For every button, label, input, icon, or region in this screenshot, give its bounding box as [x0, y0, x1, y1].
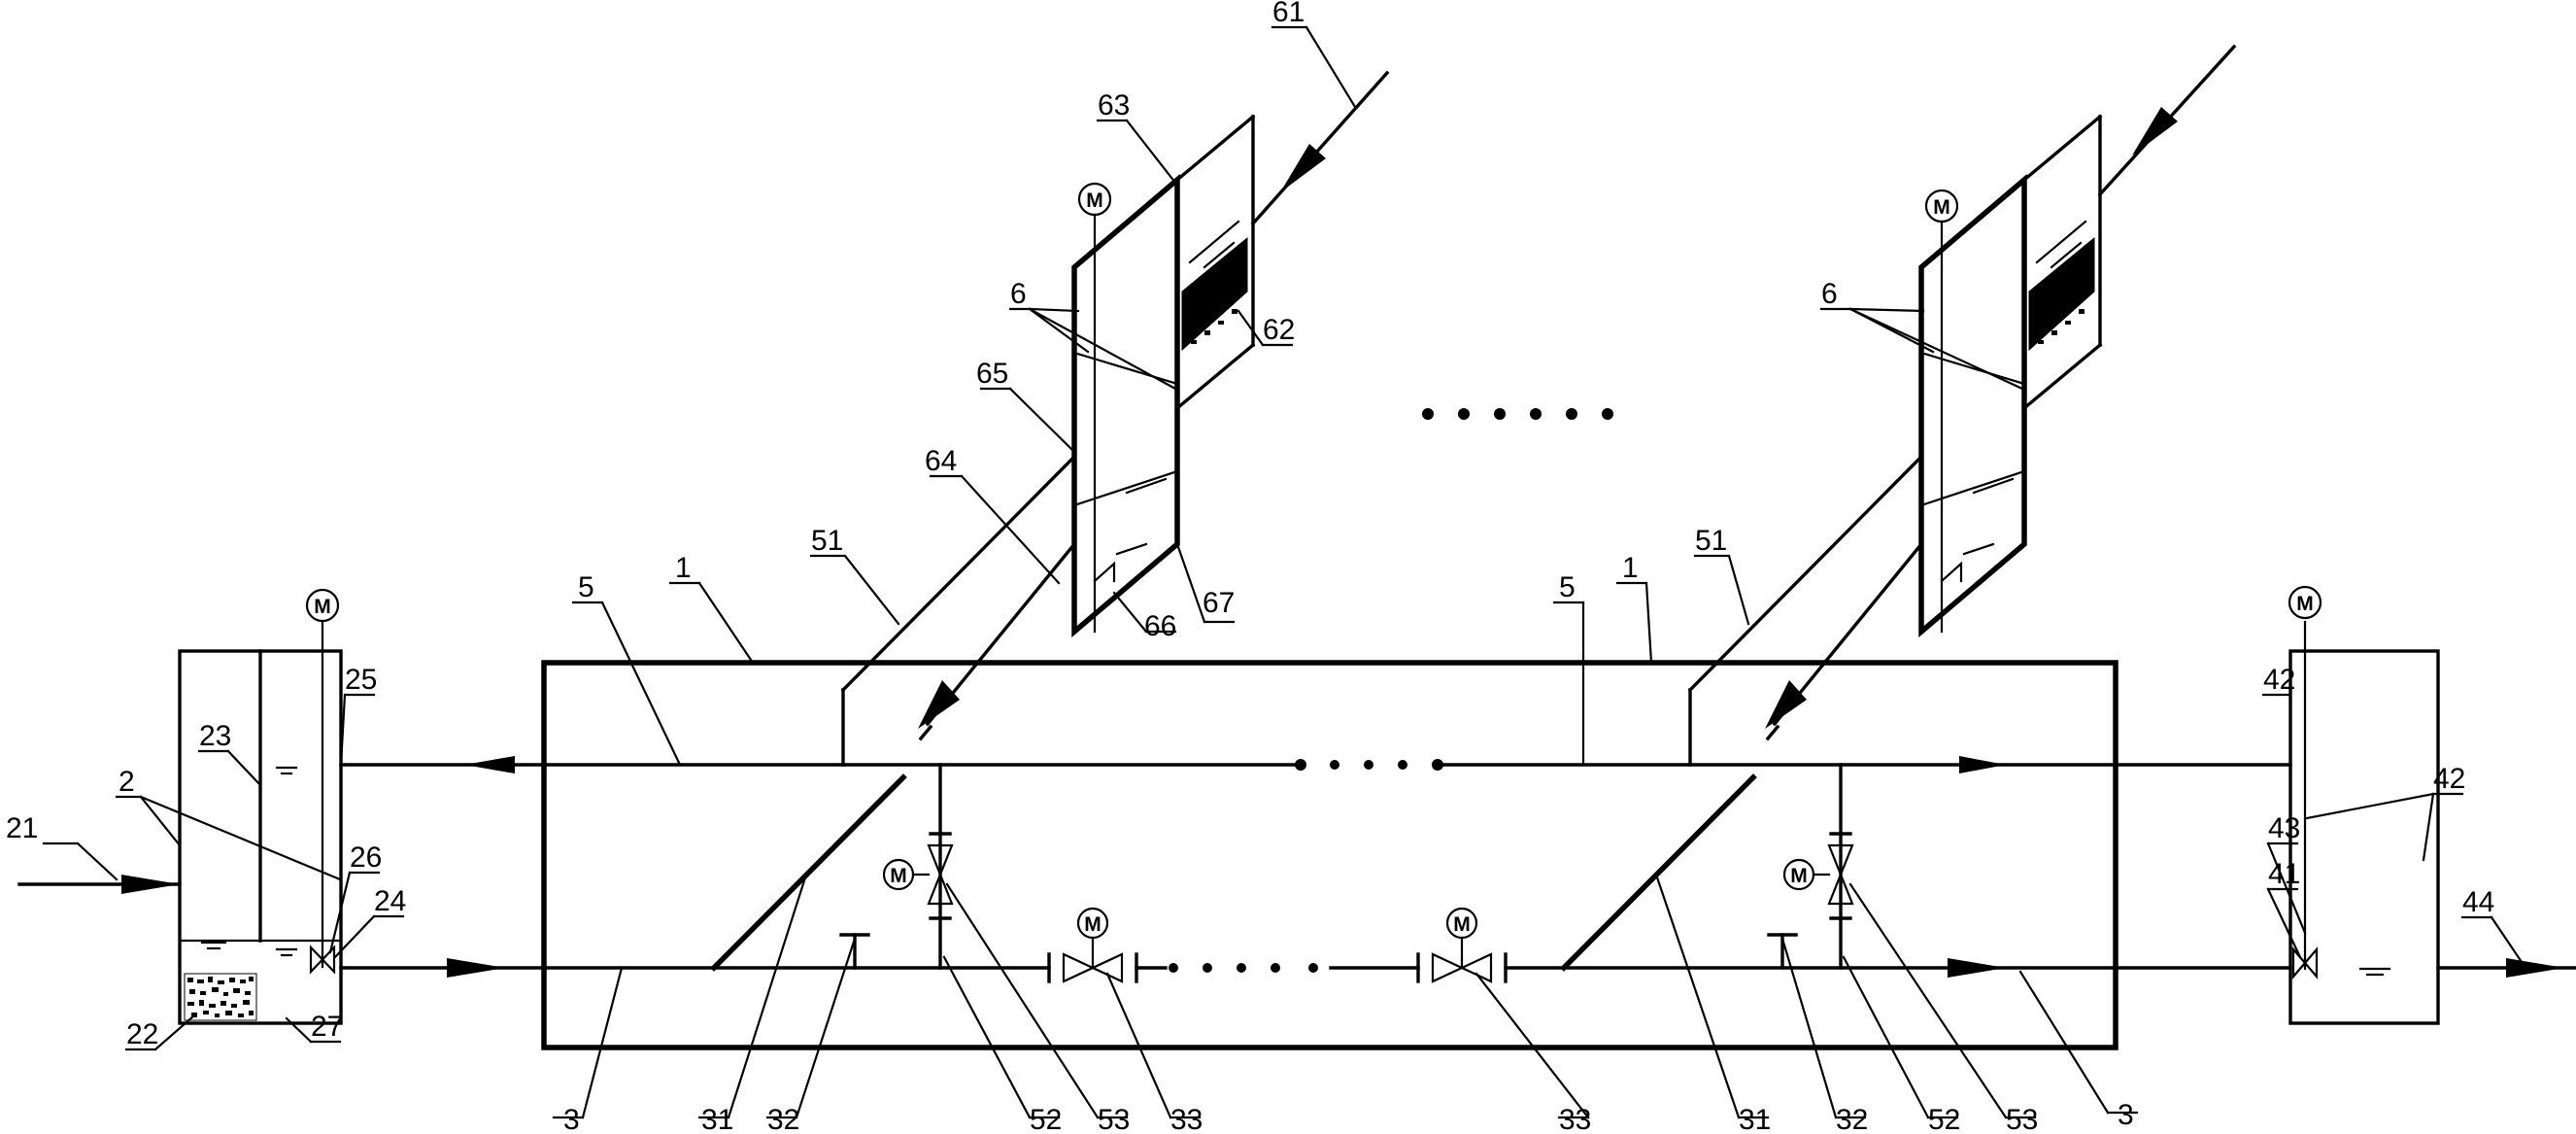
svg-text:62: 62 [1263, 314, 1295, 346]
baffle-31-right [1560, 773, 1757, 972]
media-62 [1181, 236, 1248, 352]
svg-text:44: 44 [2462, 886, 2494, 918]
inlet-pipe-61-left [1250, 70, 1390, 226]
svg-text:41: 41 [2268, 858, 2300, 890]
svg-text:31: 31 [701, 1104, 733, 1134]
connector-52-right: M [1782, 763, 1854, 970]
svg-text:23: 23 [199, 720, 231, 752]
outlet-tank-4: M [2288, 585, 2440, 1025]
motor-valve-24: M [305, 588, 340, 975]
svg-text:5: 5 [578, 571, 594, 603]
outlet-44 [2436, 958, 2576, 978]
svg-text:26: 26 [350, 842, 382, 874]
lower-pipe-3 [339, 958, 2292, 978]
reactor-unit-6-left: M [1071, 114, 1256, 637]
svg-text:66: 66 [1144, 610, 1176, 642]
inlet-21 [17, 875, 182, 894]
svg-text:67: 67 [1203, 587, 1235, 619]
svg-text:42: 42 [2263, 664, 2295, 696]
svg-text:3: 3 [2118, 1099, 2134, 1131]
inlet-tank-2 [178, 649, 343, 1025]
svg-text:64: 64 [925, 445, 957, 477]
svg-text:M: M [314, 596, 331, 618]
svg-text:52: 52 [1030, 1104, 1062, 1134]
inlet-pipe-61-right [2097, 44, 2237, 197]
svg-text:1: 1 [1622, 552, 1639, 584]
svg-text:52: 52 [1928, 1104, 1960, 1134]
svg-text:32: 32 [1836, 1104, 1868, 1134]
svg-text:M: M [1790, 865, 1808, 887]
svg-text:M: M [1933, 196, 1950, 219]
svg-text:2: 2 [119, 766, 135, 798]
svg-text:53: 53 [2006, 1104, 2038, 1134]
svg-text:21: 21 [6, 812, 38, 844]
connector-52-left: M [882, 763, 954, 970]
main-reactor-box [541, 660, 2118, 1050]
svg-text:1: 1 [675, 552, 692, 584]
valve-33-right: M [1416, 907, 1508, 983]
svg-text:42: 42 [2433, 763, 2465, 795]
svg-text:24: 24 [374, 885, 406, 917]
valve-33-left: M [1047, 907, 1138, 983]
svg-text:43: 43 [2268, 812, 2300, 844]
svg-text:31: 31 [1739, 1104, 1771, 1134]
ellipsis-dots [1169, 408, 1613, 973]
svg-text:M: M [1453, 913, 1471, 936]
svg-text:3: 3 [563, 1104, 580, 1134]
svg-text:6: 6 [1821, 278, 1838, 310]
pipe-51-right [1687, 454, 1924, 767]
svg-text:M: M [1084, 913, 1102, 936]
svg-text:M: M [2296, 593, 2314, 615]
number-labels: 21 2 23 22 25 26 24 27 5 1 51 64 65 6 63… [6, 0, 2494, 1134]
svg-text:M: M [1086, 189, 1103, 212]
svg-text:22: 22 [126, 1018, 158, 1050]
svg-text:5: 5 [1559, 571, 1576, 603]
pipe-51-left [840, 454, 1077, 767]
upper-pipe-5 [339, 756, 2292, 773]
svg-text:6: 6 [1010, 278, 1027, 310]
svg-text:32: 32 [767, 1104, 799, 1134]
svg-text:M: M [890, 865, 907, 887]
svg-text:27: 27 [311, 1011, 343, 1043]
gravel-layer-22 [184, 973, 257, 1021]
svg-text:63: 63 [1098, 89, 1130, 121]
baffle-31-left [710, 773, 907, 972]
svg-text:53: 53 [1098, 1104, 1130, 1134]
svg-text:33: 33 [1559, 1104, 1591, 1134]
svg-text:25: 25 [345, 664, 377, 696]
reactor-unit-6-right: M [1918, 114, 2103, 637]
svg-text:61: 61 [1272, 0, 1305, 28]
svg-text:51: 51 [811, 525, 843, 557]
leader-lines [42, 25, 2527, 1119]
svg-text:33: 33 [1170, 1104, 1203, 1134]
svg-text:65: 65 [976, 358, 1008, 390]
svg-text:51: 51 [1695, 525, 1727, 557]
